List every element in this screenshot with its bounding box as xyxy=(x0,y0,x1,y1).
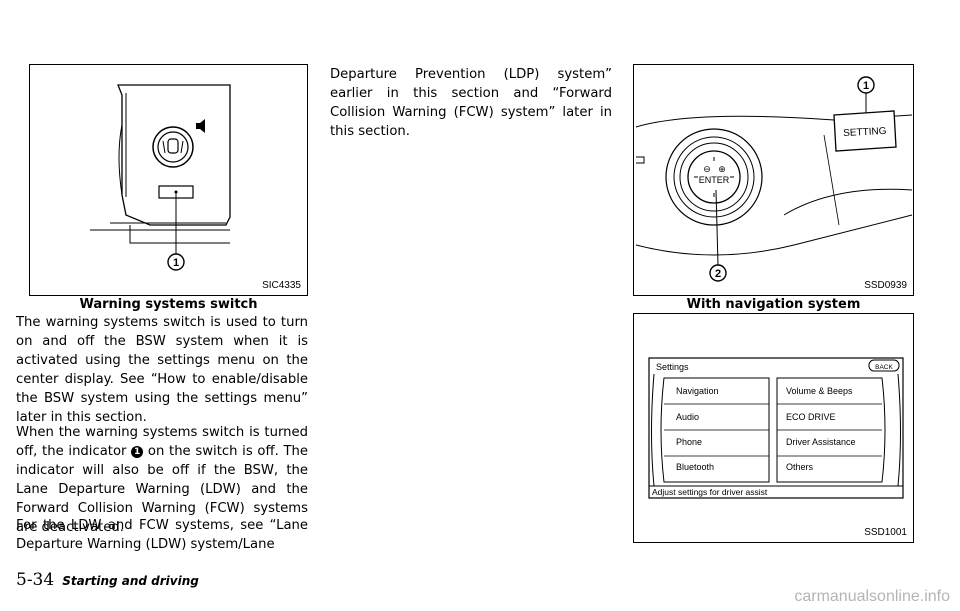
figure-caption: With navigation system xyxy=(686,297,861,312)
page-number: 5-34 xyxy=(16,570,55,590)
back-button xyxy=(868,359,900,372)
svg-text:⊕: ⊕ xyxy=(718,164,726,174)
figure-id: SIC4335 xyxy=(262,280,301,291)
menu-item-others: Others xyxy=(786,462,814,472)
callout-1: 1 xyxy=(863,80,869,92)
figure-settings-screen: Settings BACK Navigation Audio Phone Blu… xyxy=(633,313,914,543)
section-title: Starting and driving xyxy=(62,574,199,588)
speaker-icon xyxy=(196,119,205,133)
callout-2: 2 xyxy=(715,268,721,280)
menu-item-volume-beeps: Volume & Beeps xyxy=(786,386,853,396)
settings-screen-illustration: Settings BACK Navigation Audio Phone Blu… xyxy=(648,357,904,499)
menu-item-phone: Phone xyxy=(676,437,702,447)
settings-title: Settings xyxy=(656,362,689,372)
figure-id: SSD0939 xyxy=(864,280,907,291)
menu-item-driver-assistance: Driver Assistance xyxy=(786,437,856,447)
watermark: carmanualsonline.info xyxy=(794,588,950,605)
svg-text:⊖: ⊖ xyxy=(703,164,711,174)
callout-1: 1 xyxy=(173,257,179,269)
paragraph: The warning systems switch is used to tu… xyxy=(16,315,308,425)
paragraph: When the warning systems switch is turne… xyxy=(16,425,308,535)
car-icon xyxy=(167,138,179,154)
figure-warning-switch: 1 SIC4335 xyxy=(29,64,308,296)
warning-switch-illustration: 1 xyxy=(90,84,231,271)
enter-label: ENTER xyxy=(699,175,730,185)
figure-caption: Warning systems switch xyxy=(79,297,258,312)
figure-id: SSD1001 xyxy=(864,527,907,538)
figure-navigation-controller: ENTER ⊖ ⊕ SETTING 1 2 SSD0939 xyxy=(633,64,914,296)
menu-item-navigation: Navigation xyxy=(676,386,719,396)
menu-item-audio: Audio xyxy=(676,412,699,422)
setting-button xyxy=(833,110,897,152)
paragraph: Departure Prevention (LDP) system” earli… xyxy=(330,67,612,139)
paragraph: For the LDW and FCW systems, see “Lane D… xyxy=(16,518,308,552)
navigation-controller-illustration: ENTER ⊖ ⊕ SETTING 1 2 xyxy=(635,76,913,282)
setting-label: SETTING xyxy=(843,126,887,139)
callout-1-inline: 1 xyxy=(131,446,144,458)
status-text: Adjust settings for driver assist xyxy=(652,487,768,497)
menu-item-eco-drive: ECO DRIVE xyxy=(786,412,836,422)
menu-item-bluetooth: Bluetooth xyxy=(676,462,714,472)
page-footer: 5-34 Starting and driving xyxy=(16,570,199,590)
back-label: BACK xyxy=(875,364,893,371)
